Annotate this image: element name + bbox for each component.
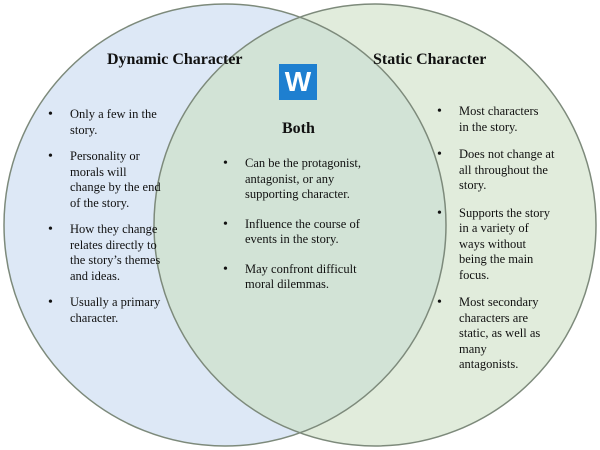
dynamic-item-line: story. <box>70 122 98 137</box>
dynamic-item-line: morals will <box>70 164 127 179</box>
dynamic-item-line: character. <box>70 310 119 325</box>
static-item-line: focus. <box>459 267 490 282</box>
dynamic-item-line: of the story. <box>70 195 130 210</box>
dynamic-item-line: relates directly to <box>70 237 157 252</box>
dynamic-item-line: Usually a primary <box>70 295 161 309</box>
static-item-line: static, as well as <box>459 326 541 340</box>
both-item-line: Influence the course of <box>245 216 360 231</box>
static-item-line: being the main <box>459 252 534 266</box>
both-item-line: antagonist, or any <box>245 171 335 186</box>
static-item-line: ways without <box>459 236 527 251</box>
static-item-line: antagonists. <box>459 357 519 371</box>
both-item-line: moral dilemmas. <box>245 277 330 291</box>
static-title: Static Character <box>373 51 487 68</box>
dynamic-item-line: the story’s themes <box>70 253 161 267</box>
static-item-line: Most characters <box>459 104 539 118</box>
both-list: Can be the protagonist,antagonist, or an… <box>219 156 389 307</box>
dynamic-item-line: Personality or <box>70 149 140 163</box>
both-item-line: May confront difficult <box>245 261 357 276</box>
dynamic-title: Dynamic Character <box>107 51 243 68</box>
dynamic-item-line: and ideas. <box>70 268 120 283</box>
static-item-line: in a variety of <box>459 221 529 235</box>
both-title: Both <box>282 120 315 137</box>
dynamic-item-line: Only a few in the <box>70 107 157 121</box>
dynamic-item-line: change by the end <box>70 180 161 194</box>
static-item-line: all throughout the <box>459 162 548 177</box>
w-logo-icon: W <box>279 64 317 100</box>
both-list-item: Can be the protagonist,antagonist, or an… <box>219 156 389 203</box>
static-item-line: Does not change at <box>459 147 555 161</box>
static-item-line: story. <box>459 178 487 192</box>
dynamic-item-line: How they change <box>70 222 158 236</box>
static-item-line: Most secondary <box>459 295 539 309</box>
both-item-line: supporting character. <box>245 187 350 201</box>
static-item-line: Supports the story <box>459 205 550 220</box>
static-item-line: many <box>459 341 487 356</box>
static-item-line: characters are <box>459 310 529 325</box>
static-item-line: in the story. <box>459 119 518 134</box>
both-item-line: Can be the protagonist, <box>245 156 361 170</box>
both-item-line: events in the story. <box>245 232 339 246</box>
